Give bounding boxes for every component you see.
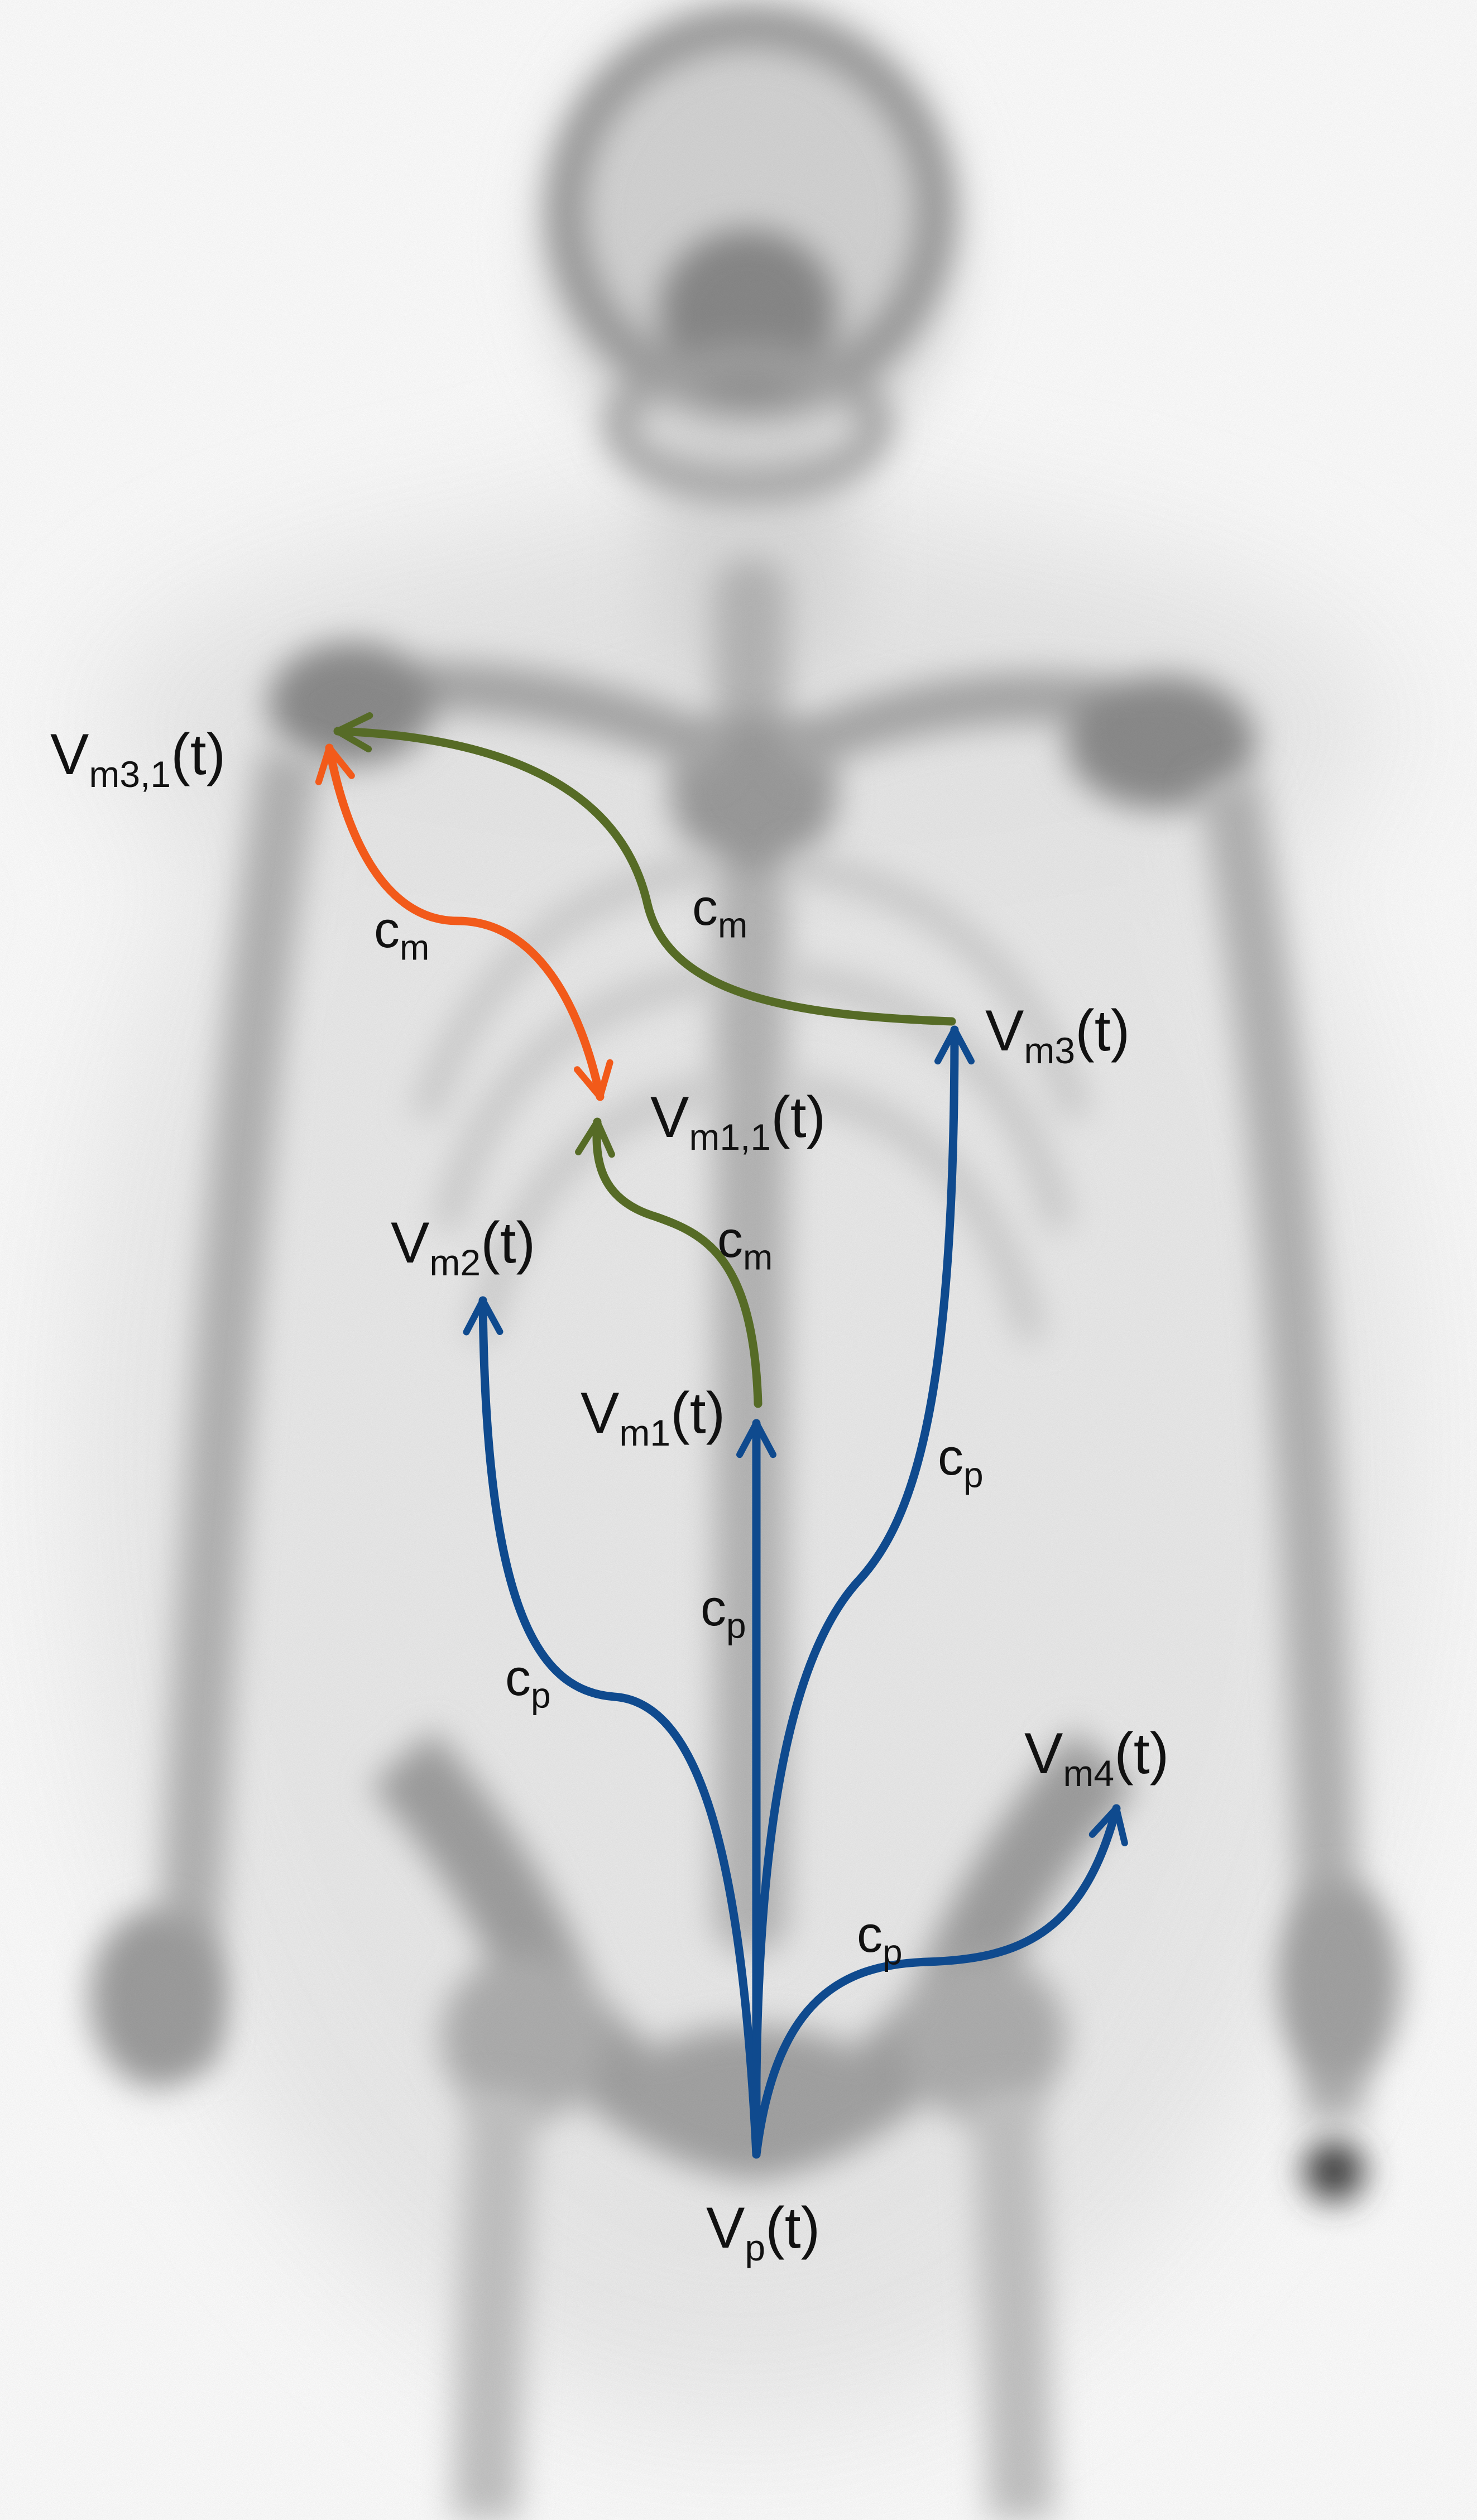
node-vm3-label: Vm3(t) — [985, 1002, 1130, 1060]
edge-vp-vm3 — [756, 1030, 955, 2154]
edge-vp-vm3-label: cp — [938, 1432, 984, 1483]
node-vp-label: Vp(t) — [706, 2199, 820, 2257]
edge-vm1-vm11-label: cm — [717, 1214, 773, 1265]
edge-vm3-vm31-label: cm — [692, 882, 747, 933]
node-vm4-label: Vm4(t) — [1024, 1725, 1169, 1783]
node-vm11-label: Vm1,1(t) — [650, 1088, 826, 1146]
edge-vp-vm4-label: cp — [857, 1909, 903, 1960]
node-vm31-label: Vm3,1(t) — [50, 726, 226, 784]
edge-vm11-vm31-label: cm — [374, 904, 429, 956]
node-vm1-label: Vm1(t) — [581, 1384, 725, 1442]
edge-vm3-vm31 — [338, 731, 952, 1021]
edge-vp-vm1-label: cp — [701, 1582, 746, 1634]
edge-vp-vm4 — [756, 1808, 1116, 2154]
edge-vp-vm2-label: cp — [505, 1652, 551, 1703]
edge-vm11-vm31 — [329, 748, 600, 1097]
node-vm2-label: Vm2(t) — [391, 1214, 535, 1272]
